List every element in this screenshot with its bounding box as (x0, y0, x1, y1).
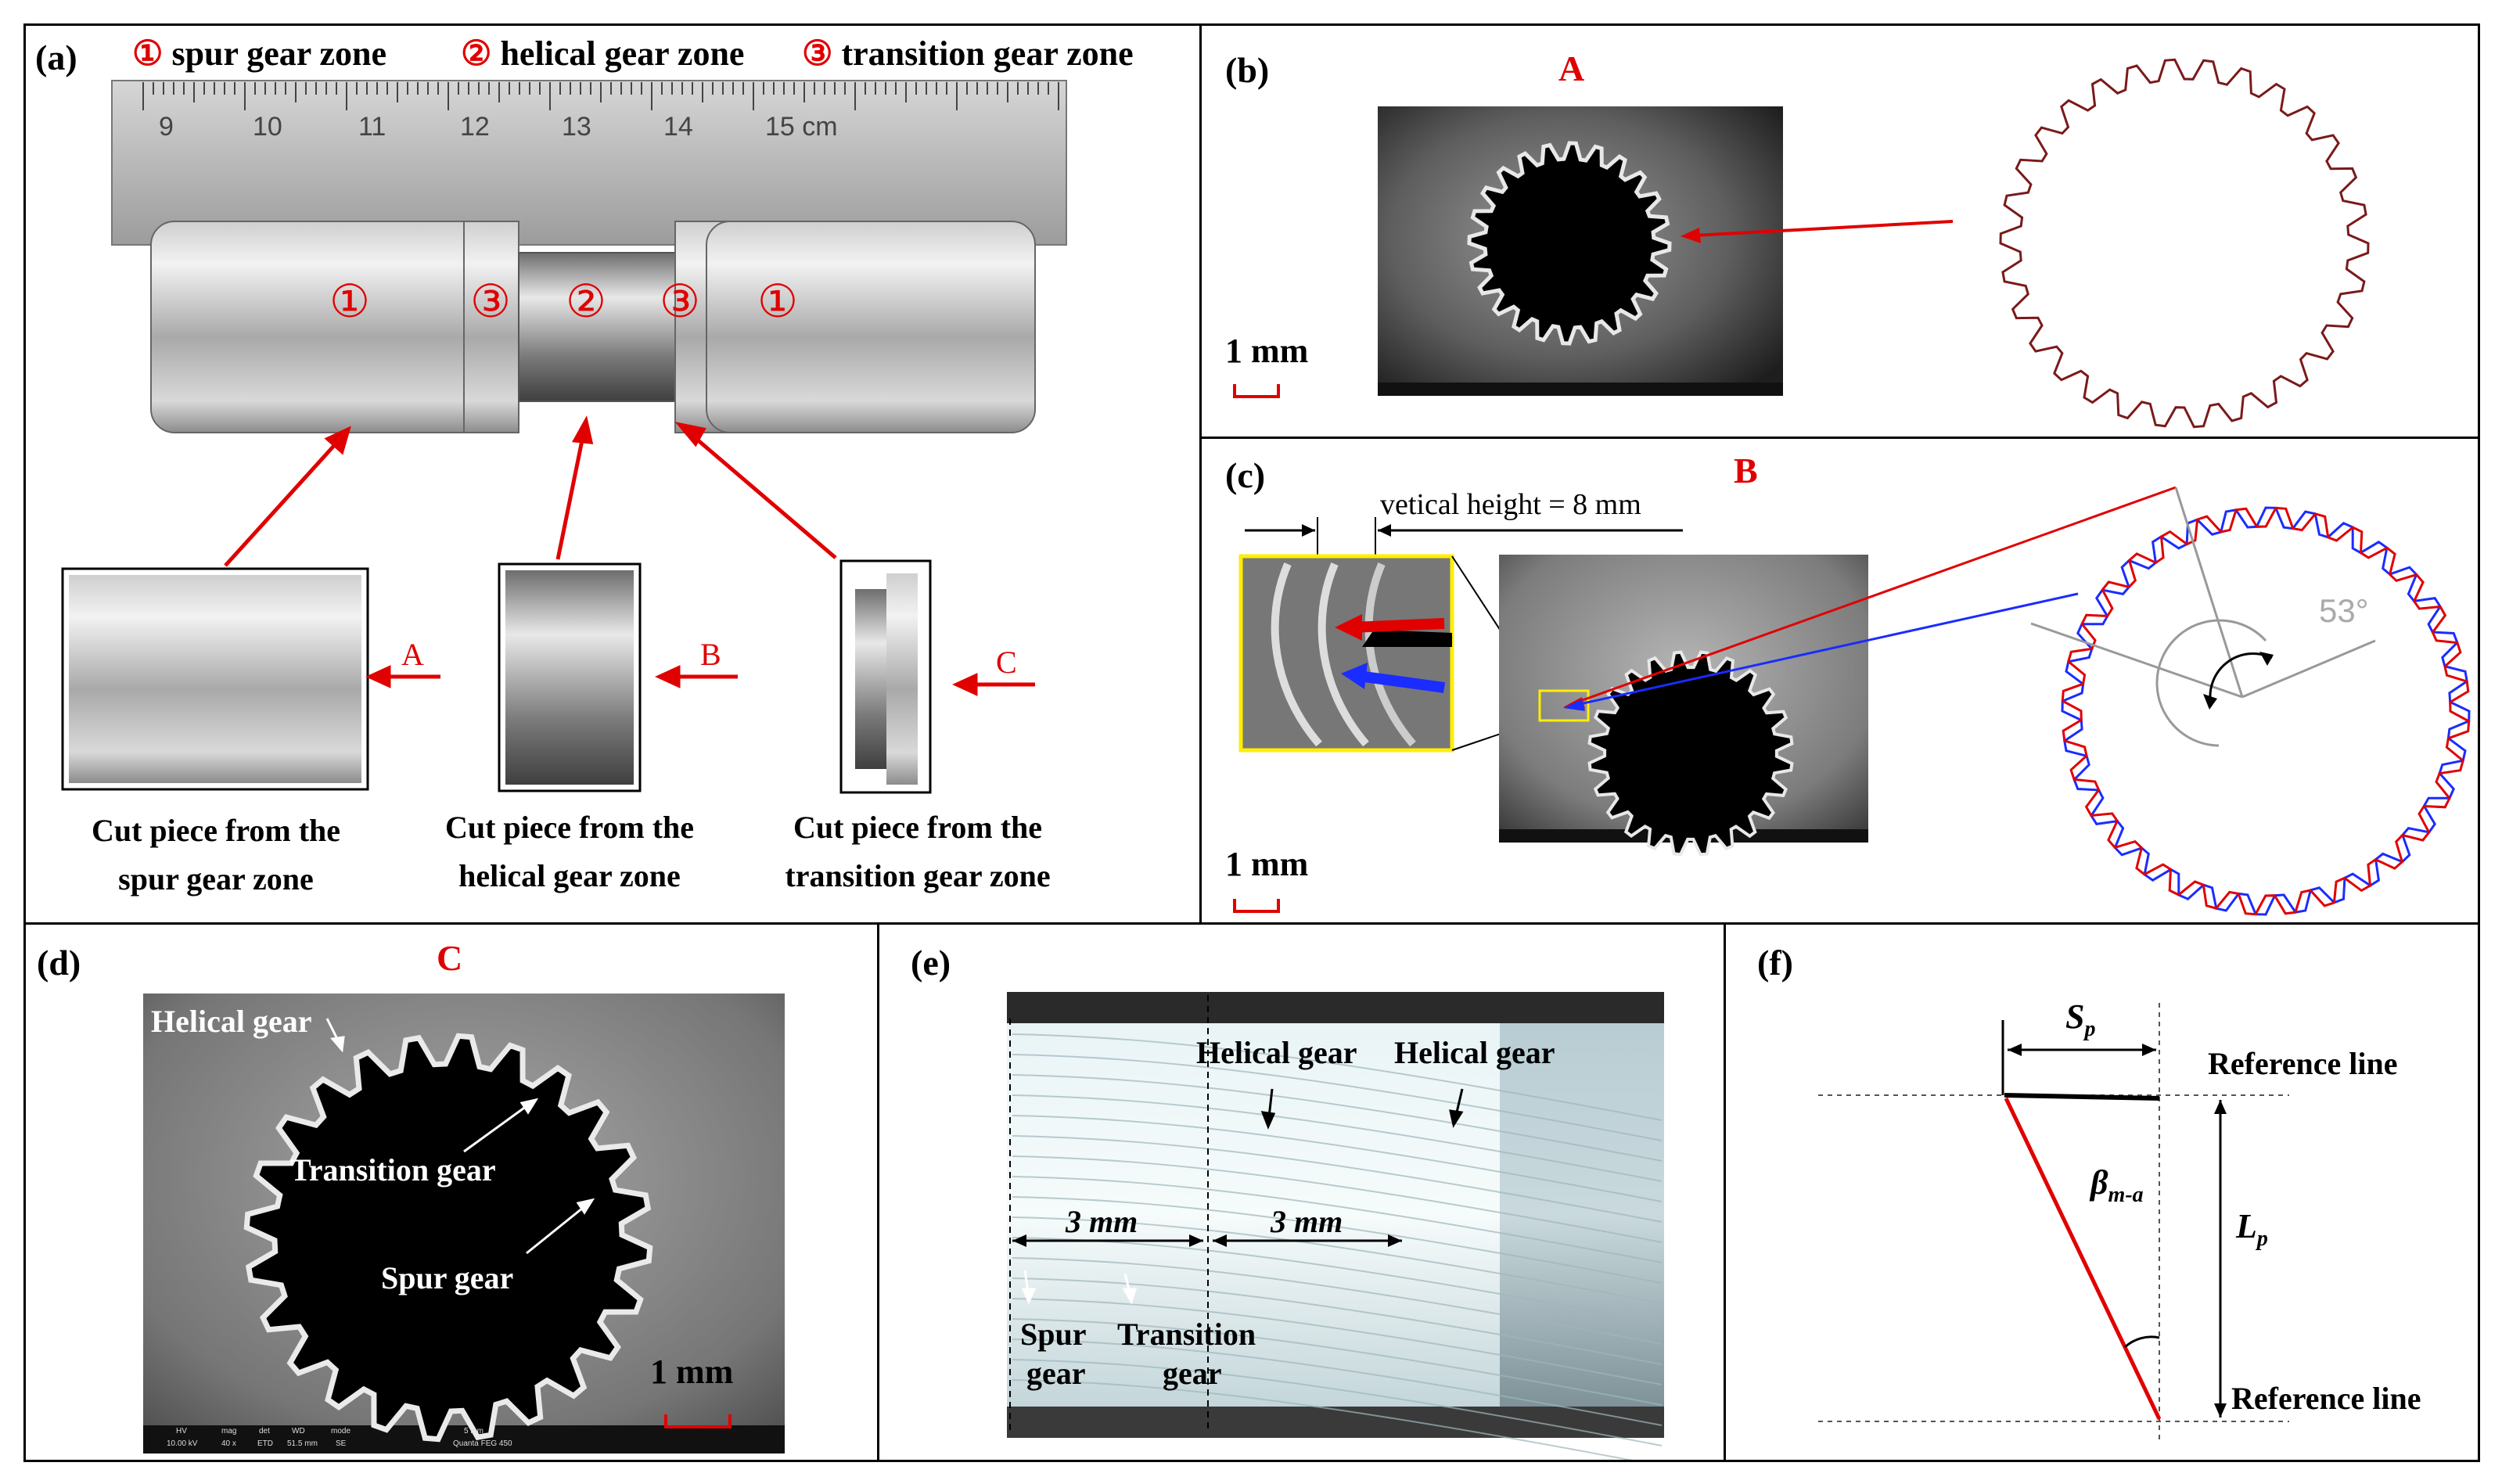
panel-label-c: (c) (1225, 455, 1266, 495)
panel-f-lp-main: L (2236, 1207, 2257, 1245)
panel-e-label-helical-1: Helical gear (1196, 1035, 1357, 1070)
panel-f-beta-main: β (2090, 1163, 2108, 1202)
marker-spur-right: ① (757, 276, 798, 327)
panel-label-a: (a) (35, 38, 77, 77)
arrow-letter-c: C (996, 645, 1017, 680)
panel-d-label-helical: Helical gear (151, 1004, 312, 1039)
panel-label-f: (f) (1757, 943, 1793, 983)
ruler-tick-10: 10 (253, 112, 282, 142)
panel-c-title: B (1734, 451, 1758, 490)
caption-transition-line1: Cut piece from the (793, 810, 1043, 845)
caption-helical-line2: helical gear zone (458, 858, 681, 893)
legend-helical: ② helical gear zone (461, 34, 744, 74)
sem-mode-label: mode (331, 1427, 351, 1435)
panel-e-label-transition-gear: gear (1163, 1356, 1222, 1391)
panel-e: (e) (877, 922, 1726, 1462)
panel-f-sp-main: S (2065, 997, 2085, 1036)
caption-spur: Cut piece from the spur gear zone (63, 807, 368, 904)
legend-spur: ① spur gear zone (132, 34, 386, 74)
panel-b-scale: 1 mm (1225, 332, 1309, 370)
ruler-tick-12: 12 (460, 112, 490, 142)
ruler-tick-13: 13 (562, 112, 591, 142)
ruler-tick-15: 15 cm (765, 112, 838, 142)
panel-e-label-helical-2: Helical gear (1394, 1035, 1555, 1070)
sem-wd-value: 51.5 mm (287, 1439, 318, 1448)
sem-mag-value: 40 x (221, 1439, 236, 1448)
caption-helical: Cut piece from the helical gear zone (409, 803, 730, 900)
legend-text-2: helical gear zone (500, 34, 745, 73)
panel-c-scale: 1 mm (1225, 845, 1309, 883)
legend-transition: ③ transition gear zone (802, 34, 1134, 74)
panel-f: (f) Reference line Reference line Sp Lp … (1724, 922, 2480, 1462)
sem-det-value: ETD (257, 1439, 273, 1448)
caption-transition-line2: transition gear zone (785, 858, 1051, 893)
panel-e-label-transition: Transition (1117, 1317, 1256, 1352)
marker-spur-left: ① (329, 276, 370, 327)
panel-f-ref-bottom: Reference line (2231, 1381, 2421, 1416)
panel-f-graphics (1818, 1003, 2289, 1441)
sem-hv-label: HV (176, 1427, 187, 1435)
arrow-letter-a: A (401, 637, 424, 672)
marker-helical: ② (566, 276, 606, 327)
panel-d-label-spur: Spur gear (381, 1260, 514, 1295)
marker-transition-left: ③ (470, 276, 511, 327)
ruler-tick-11: 11 (358, 112, 386, 142)
panel-c-height-note: vetical height = 8 mm (1380, 488, 1641, 521)
caption-transition: Cut piece from the transition gear zone (753, 803, 1082, 900)
panel-f-lp-sub: p (2256, 1226, 2268, 1251)
sem-instrument: Quanta FEG 450 (453, 1439, 512, 1448)
legend-text-3: transition gear zone (841, 34, 1134, 73)
panel-e-label-spur: Spur (1020, 1317, 1087, 1352)
ruler-tick-9: 9 (159, 112, 174, 142)
panel-label-d: (d) (37, 943, 81, 983)
panel-e-graphics (1007, 992, 1664, 1460)
panel-label-b: (b) (1225, 50, 1270, 90)
sem-wd-label: WD (292, 1427, 305, 1435)
legend-num-2: ② (461, 34, 492, 73)
marker-transition-right: ③ (660, 276, 700, 327)
panel-e-dim-2: 3 mm (1271, 1204, 1343, 1239)
panel-f-lp: Lp (2236, 1206, 2268, 1252)
panel-a-photo (61, 80, 1067, 794)
sem-mag-label: mag (221, 1427, 237, 1435)
panel-a: (a) ① spur gear zone ② helical gear zone… (23, 23, 1202, 925)
panel-d-sem-bar: HV mag det WD mode 10.00 kV 40 x ETD 51.… (143, 1425, 785, 1453)
ruler-tick-14: 14 (663, 112, 693, 142)
arrow-letter-b: B (700, 637, 721, 672)
panel-f-beta: βm-a (2090, 1162, 2144, 1208)
panel-e-label-spur-gear: gear (1026, 1356, 1086, 1391)
panel-b-graphics (1233, 58, 2370, 429)
panel-c-graphics (1233, 486, 2471, 916)
sem-scale-value: 5 mm (464, 1427, 484, 1435)
panel-f-sp-sub: p (2084, 1016, 2096, 1041)
panel-d-graphics (143, 994, 785, 1453)
panel-b: (b) A 1 mm (1199, 23, 2480, 439)
panel-c: (c) B vetical height = 8 mm (1199, 437, 2480, 925)
panel-f-beta-sub: m-a (2108, 1182, 2144, 1207)
legend-text-1: spur gear zone (171, 34, 387, 73)
panel-d-label-transition: Transition gear (290, 1152, 496, 1188)
caption-spur-line2: spur gear zone (118, 861, 314, 897)
sem-det-label: det (259, 1427, 270, 1435)
panel-c-angle: 53° (2319, 592, 2369, 629)
panel-b-title: A (1558, 49, 1585, 88)
sem-hv-value: 10.00 kV (167, 1439, 198, 1448)
panel-d: (d) C Helical gear Transition gear Spur … (23, 922, 879, 1462)
panel-f-sp: Sp (2065, 997, 2095, 1042)
panel-label-e: (e) (911, 943, 951, 983)
caption-helical-line1: Cut piece from the (444, 810, 695, 845)
panel-d-scale: 1 mm (650, 1353, 734, 1391)
caption-spur-line1: Cut piece from the (91, 813, 341, 848)
sem-mode-value: SE (336, 1439, 347, 1448)
legend-num-1: ① (132, 34, 164, 73)
legend-num-3: ③ (802, 34, 833, 73)
panel-f-ref-top: Reference line (2208, 1046, 2398, 1081)
panel-e-dim-1: 3 mm (1066, 1204, 1138, 1239)
panel-d-title: C (437, 938, 463, 978)
